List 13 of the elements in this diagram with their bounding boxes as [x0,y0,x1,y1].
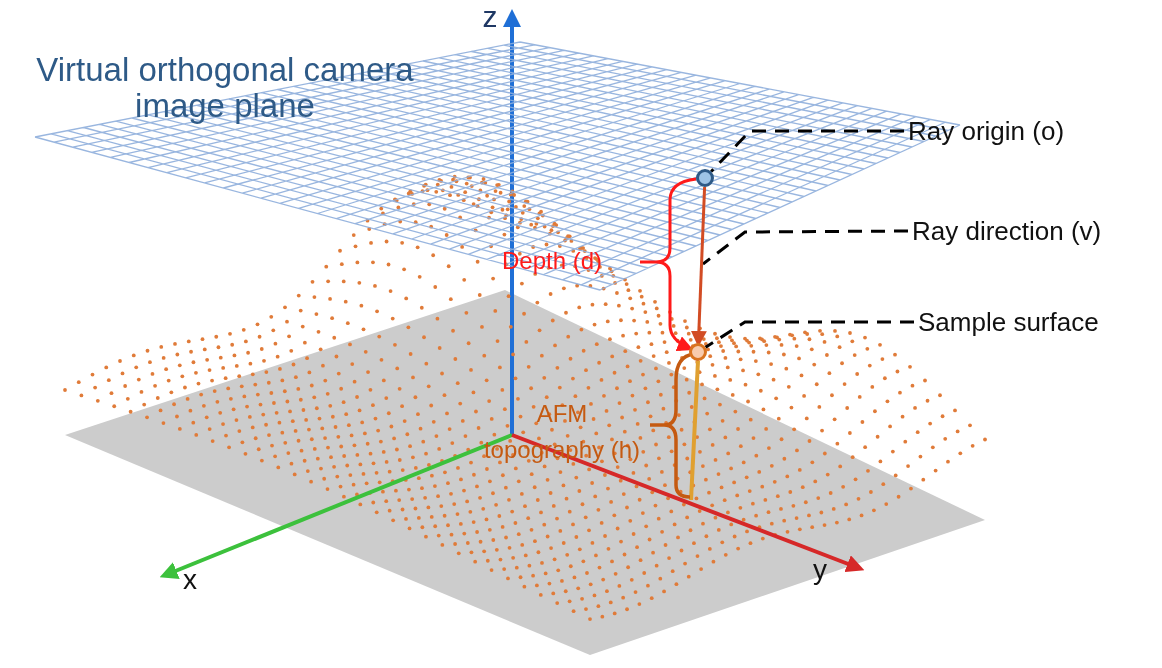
surface-point [689,343,707,361]
leader-line [710,129,904,173]
callout-label: Sample surface [918,307,1099,337]
ray-arrow [638,177,697,351]
ray-origin-point [696,169,714,187]
plane-label: Virtual orthogonal camera image plane [35,52,415,125]
callout-label: Ray direction (v) [912,216,1102,246]
axis-label: x [182,565,198,596]
leader-line [702,229,908,266]
callout-label: Ray origin (o) [908,116,1065,146]
axis-label: z [481,0,499,33]
axis-label: y [812,555,828,586]
leader-line [704,320,914,349]
